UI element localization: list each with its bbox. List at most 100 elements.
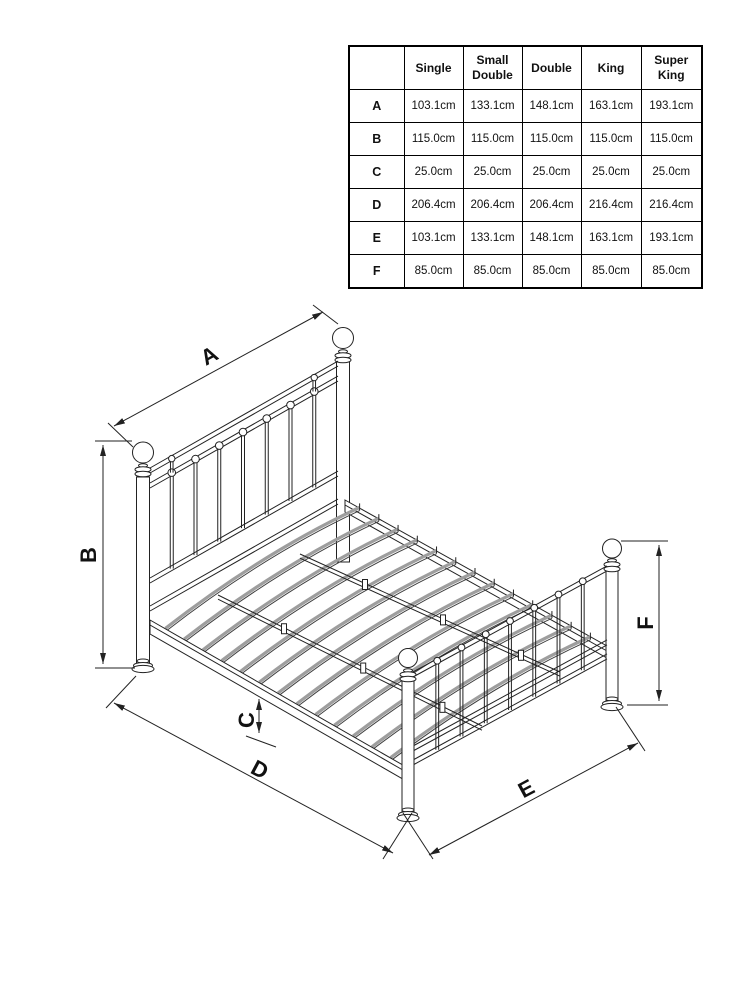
slat-edge (315, 596, 514, 719)
slat (352, 613, 553, 738)
size-column-header: Super King (640, 45, 703, 90)
spindle-collar (167, 468, 177, 477)
spindle-collar (238, 427, 248, 437)
slat (370, 624, 572, 749)
slatted-base (149, 499, 608, 783)
dimension-label-d: D (247, 755, 273, 785)
finial-collar (603, 565, 621, 573)
dim-d-line (113, 702, 394, 854)
slat-edge (352, 617, 553, 740)
dimension-label-a: A (196, 341, 222, 371)
headboard-rail (149, 498, 339, 612)
dimension-value-cell: 193.1cm (640, 89, 703, 123)
headboard-spindle (264, 418, 269, 515)
footboard-spindle (435, 660, 440, 750)
dim-a-line (113, 311, 324, 427)
spindle-collar (530, 603, 539, 612)
slat-edge (202, 531, 399, 654)
spindle-collar (506, 617, 514, 625)
size-column-header: Single (403, 45, 464, 90)
spindle-collar (578, 577, 587, 586)
dim-d-extension-top (105, 675, 137, 709)
spindle-collar (433, 656, 442, 665)
support-bracket (281, 623, 287, 635)
slat-edge (258, 563, 456, 686)
dimension-value-cell: 85.0cm (640, 254, 703, 289)
spindle-collar (481, 630, 490, 639)
dimension-value-cell: 85.0cm (462, 254, 523, 289)
bed-post (605, 569, 619, 707)
dimension-label-c: C (234, 712, 259, 728)
slat (201, 527, 399, 652)
foot-cap (131, 664, 155, 674)
dimension-value-cell: 163.1cm (580, 89, 642, 123)
dim-e-extension-right (615, 706, 646, 752)
headboard-spindle (312, 391, 317, 488)
dimension-value-cell: 85.0cm (580, 254, 642, 289)
slat (164, 505, 361, 630)
footboard-spindle (532, 607, 537, 697)
dimension-value-cell: 115.0cm (521, 122, 582, 156)
headboard-spindle (169, 472, 174, 569)
slat (277, 570, 476, 695)
dimension-value-cell: 163.1cm (580, 221, 642, 255)
footboard-spindle (459, 647, 464, 737)
ball-finial (132, 441, 154, 464)
bed-post (401, 679, 415, 817)
slat-edge (240, 553, 437, 676)
foot-cap (600, 702, 624, 712)
dimension-value-cell: 133.1cm (462, 221, 523, 255)
slat-edge (221, 542, 418, 665)
ball-finial (332, 327, 354, 349)
spindle-collar (286, 400, 295, 410)
slat-edge (296, 585, 495, 708)
support-bracket (360, 662, 367, 674)
footboard-spindle (580, 581, 585, 671)
dimension-row-label: D (348, 188, 405, 222)
slat (258, 559, 457, 684)
center-support-rail (217, 594, 483, 731)
dim-c-ground-tick (245, 735, 277, 748)
slat (239, 549, 438, 673)
slat-edge (390, 639, 591, 762)
center-support-rail (299, 553, 561, 677)
support-bracket (362, 579, 368, 590)
spindle-collar (457, 643, 466, 652)
dimension-row-label: A (348, 89, 405, 123)
dimension-value-cell: 25.0cm (403, 155, 464, 189)
footboard-rail (412, 639, 608, 752)
dim-e-line (428, 742, 639, 856)
slat (295, 581, 495, 706)
support-bracket (518, 649, 524, 661)
dimension-label-f: F (633, 616, 658, 629)
slat-edge (371, 628, 572, 751)
dimension-row-label: B (348, 122, 405, 156)
headboard-spindle (217, 445, 222, 542)
dimension-value-cell: 133.1cm (462, 89, 523, 123)
spindle-collar (262, 414, 272, 423)
footboard-spindle (556, 594, 561, 684)
support-bracket (439, 701, 446, 713)
dimension-value-cell: 193.1cm (640, 221, 703, 255)
dimension-value-cell: 25.0cm (521, 155, 582, 189)
headboard-spindle (241, 432, 245, 529)
size-column-header: Small Double (462, 45, 523, 90)
slat-edge (165, 510, 360, 632)
dimension-row-label: F (348, 254, 405, 289)
footboard-spindle (483, 634, 488, 724)
spindle-collar (191, 454, 200, 464)
dimension-value-cell: 115.0cm (640, 122, 703, 156)
headboard-spindle (288, 405, 293, 502)
finial-collar (399, 675, 417, 683)
slat (314, 592, 515, 716)
slat (389, 635, 592, 759)
dimension-value-cell: 148.1cm (521, 221, 582, 255)
